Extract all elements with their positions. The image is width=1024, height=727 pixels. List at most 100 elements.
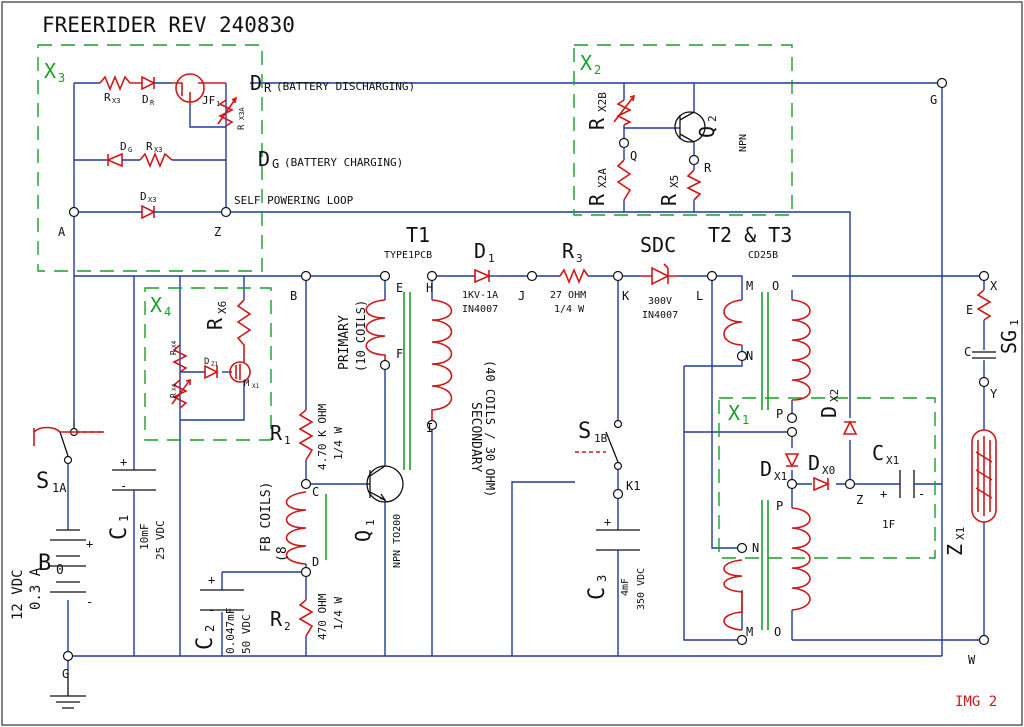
dg-small-label: D (120, 140, 127, 153)
group-x2-label: X (580, 51, 592, 75)
rx2a-name: R (585, 193, 609, 206)
node-c2-label: C (964, 345, 971, 359)
rx3-top-sub: X3 (112, 97, 120, 105)
cx1-sub: X1 (886, 454, 899, 467)
ground-symbol (50, 676, 86, 709)
node-p-mid (786, 426, 798, 438)
cx1-name: C (872, 441, 884, 465)
transistor-q2 (674, 111, 706, 143)
c1-value: 10mF (138, 524, 151, 551)
mx-sub: X1 (252, 383, 260, 390)
wire-jf-gate (189, 105, 226, 128)
jf1-sub: 1 (216, 100, 220, 108)
node-k-label: K (622, 289, 630, 303)
node-m-top-label: M (746, 279, 753, 293)
sg1-sub: 1 (1008, 319, 1021, 326)
node-r (688, 154, 700, 166)
s1b-name: S (578, 419, 591, 444)
zx1-sub: X1 (954, 527, 967, 540)
node-zx-label: Z (856, 493, 863, 507)
transformer-t1-core (403, 292, 411, 470)
r2-name: R (270, 607, 283, 631)
node-m-bot (736, 634, 748, 646)
d1-value: 1KV-1A (462, 290, 498, 301)
dr-description: (BATTERY DISCHARGING) (276, 80, 415, 93)
node-x (978, 270, 990, 282)
switch-s1a-blade (59, 431, 69, 457)
node-q-label: Q (630, 149, 637, 163)
r1-value: 4.70 K OHM (316, 403, 329, 470)
wires (67, 82, 985, 676)
c2-minus: - (208, 603, 215, 617)
rx4b-sub: X4 (171, 383, 178, 391)
rx6-name: R (203, 317, 227, 330)
rx3-top-label: R (104, 91, 111, 104)
node-j-label: J (518, 289, 525, 303)
dx2-sub: X2 (828, 389, 841, 402)
b0-name: B (38, 551, 51, 576)
node-gnd (62, 650, 74, 662)
rx3-mid-label: R (146, 140, 153, 153)
r3-sub: 3 (576, 252, 583, 265)
wire-loop-right (168, 211, 851, 418)
dx1-name: D (760, 457, 772, 481)
dr-sub: R (264, 81, 272, 95)
capacitor-c2 (200, 589, 244, 611)
q1-name: Q (351, 530, 375, 542)
sg1-name: SG (997, 330, 1021, 354)
group-box-x3 (37, 44, 263, 272)
rx4a-sub: X4 (171, 340, 178, 348)
sdc-value: 300V (648, 296, 672, 307)
node-g-top (936, 77, 948, 89)
capacitor-c1 (112, 469, 156, 491)
mx-label: M (244, 379, 250, 389)
sdc-part: IN4007 (642, 310, 678, 321)
dx2-name: D (817, 406, 841, 418)
rx4a-label: R (169, 350, 178, 355)
resistor-rx5 (686, 169, 702, 201)
r1-rating: 1/4 W (332, 427, 345, 460)
s1a-name: S (36, 469, 49, 494)
node-d (300, 566, 312, 578)
switch-s1a-contact-bot (63, 455, 73, 465)
t2-t3-type: CD25B (748, 250, 778, 261)
resistor-r3 (559, 267, 589, 285)
zx1-name: Z (943, 544, 967, 556)
transistor-q1-leads (369, 465, 386, 501)
nodes (62, 77, 990, 662)
node-y-label: Y (990, 387, 998, 401)
q2-type: NPN (738, 134, 749, 152)
t1-label: T1 (406, 223, 430, 247)
dx1-sub: X1 (774, 470, 787, 483)
node-h-label: H (426, 281, 433, 295)
secondary-label: SECONDARY (468, 402, 483, 473)
c3-rating: 350 VDC (636, 568, 647, 610)
wire-n-left (683, 366, 742, 641)
node-o-top-label: O (772, 279, 779, 293)
s1b-sub: 1B (594, 432, 608, 445)
r1-sub: 1 (284, 434, 291, 447)
wire-sdc-l (678, 275, 743, 290)
group-box-x2 (573, 44, 793, 216)
r3-rating: 1/4 W (554, 304, 585, 315)
node-m-bot-label: M (746, 625, 753, 639)
coil-t3-right-bot (791, 507, 811, 611)
resistor-rx3-mid (139, 151, 173, 169)
c2-plus: + (208, 573, 215, 587)
node-w (978, 634, 990, 646)
node-f-label: F (396, 347, 403, 361)
node-q (618, 137, 630, 149)
group-x4-label: X (150, 293, 162, 317)
cx1-value: 1F (882, 518, 895, 531)
capacitor-cx1 (899, 470, 915, 498)
node-g-label: G (930, 93, 937, 107)
b0-plus: + (86, 537, 93, 551)
self-powering-loop-label: SELF POWERING LOOP (234, 194, 354, 207)
q2-sub: 2 (706, 115, 719, 122)
node-c-label: C (312, 485, 319, 499)
node-y (978, 376, 990, 388)
resistor-rx2b (616, 99, 632, 126)
b0-current: 0.3 A (28, 567, 44, 610)
node-l (706, 270, 718, 282)
